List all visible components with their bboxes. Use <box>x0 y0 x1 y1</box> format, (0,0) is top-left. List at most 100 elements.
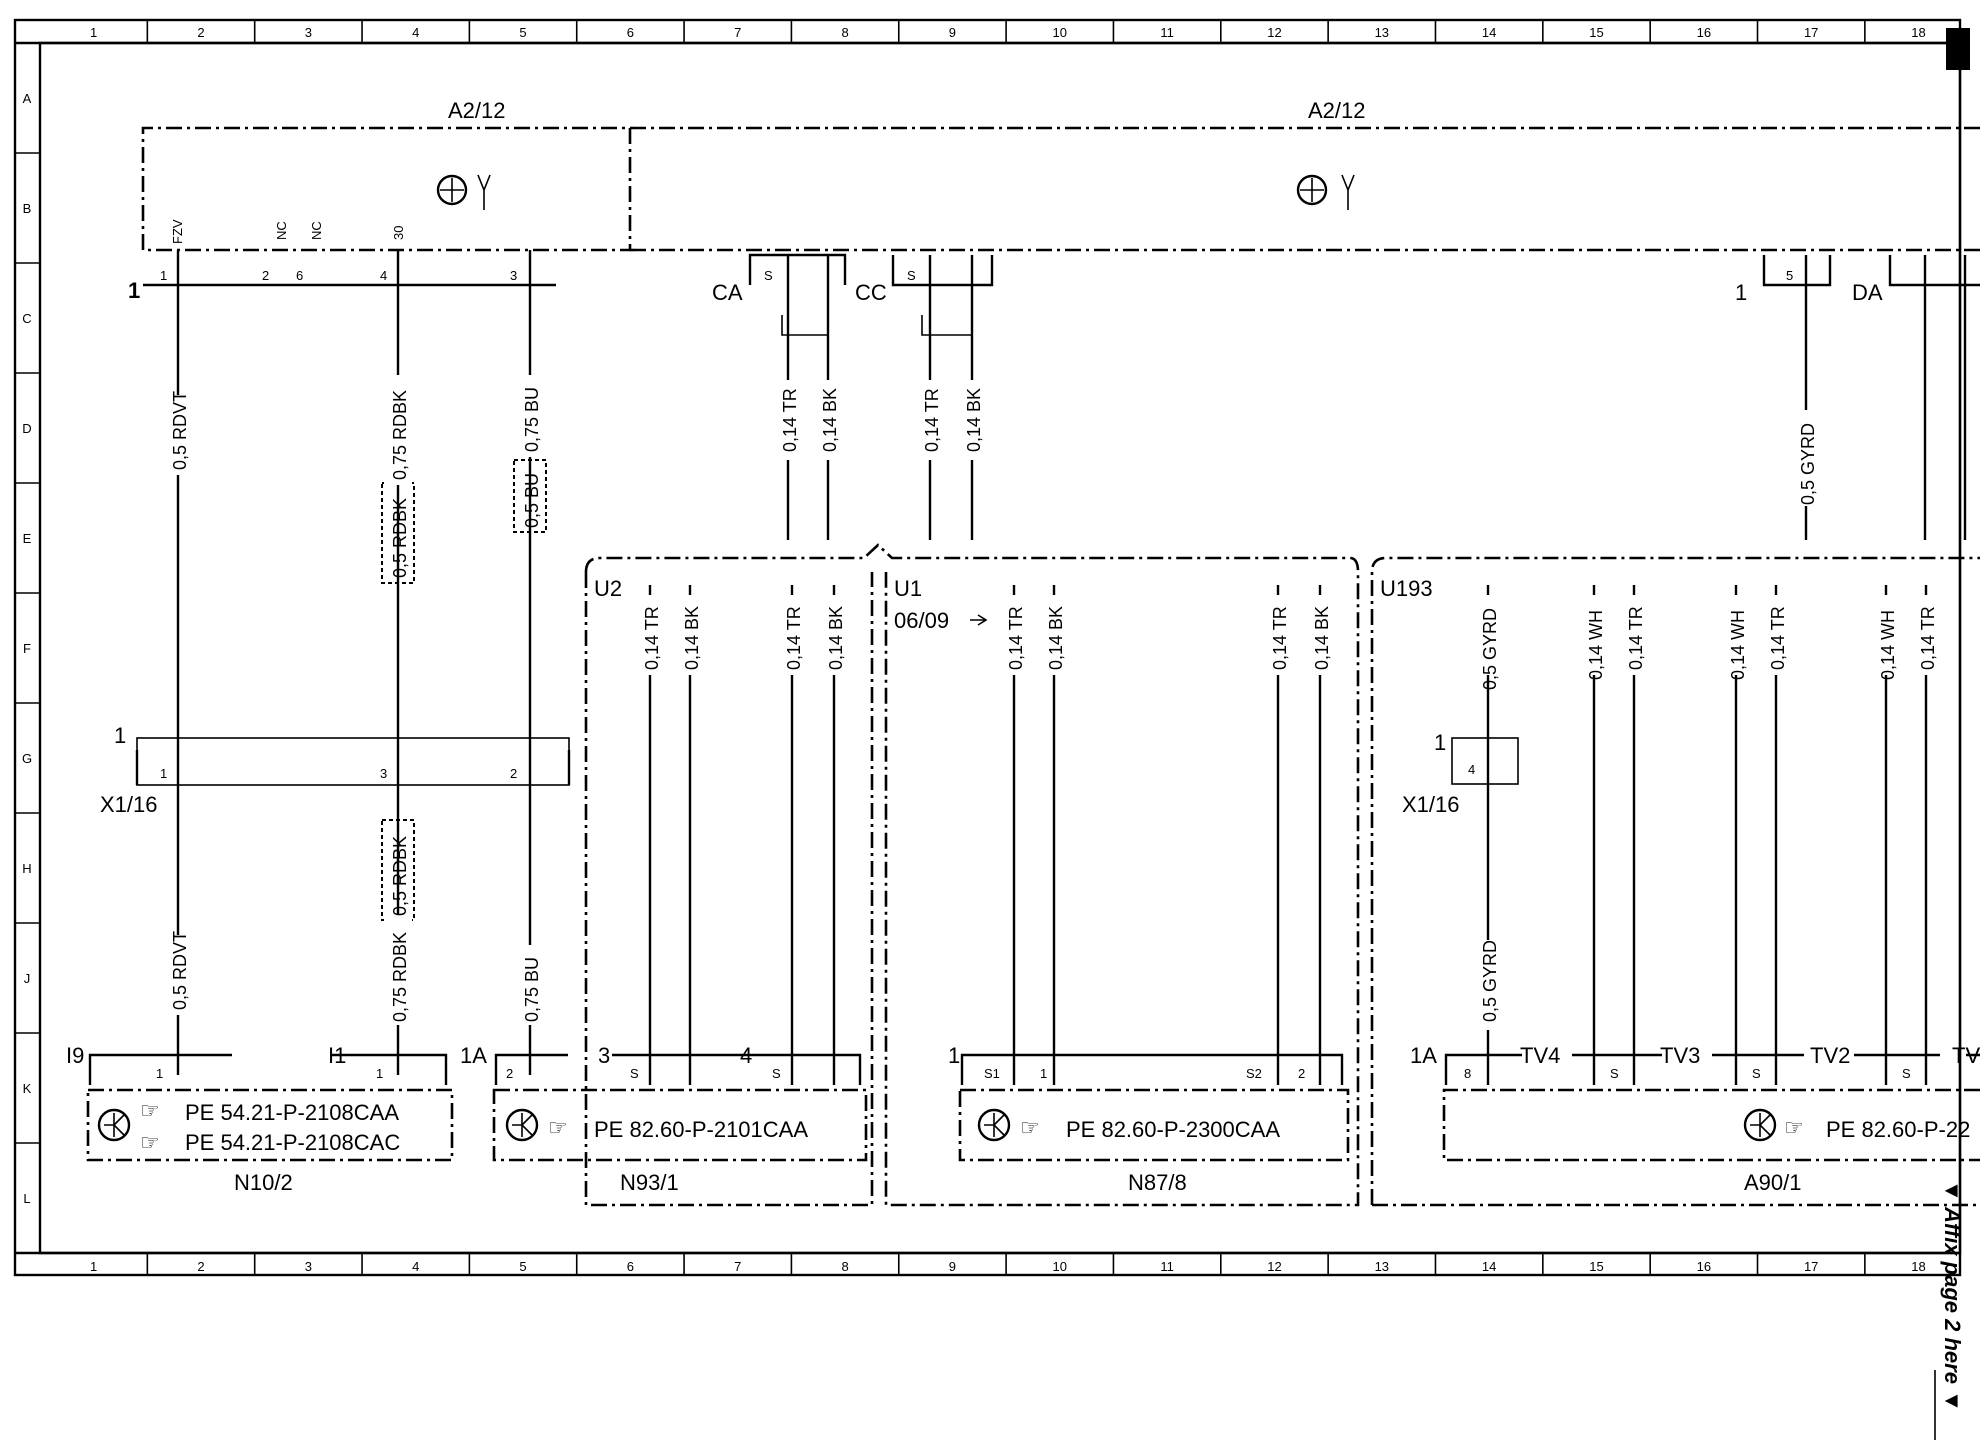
component-reference: PE 82.60-P-2300CAA <box>1066 1117 1280 1142</box>
column-marker-top: 16 <box>1697 25 1711 40</box>
wire-label: 0,5 RDBK <box>390 836 410 916</box>
group-label-u2: U2 <box>594 576 622 601</box>
pin-number: 2 <box>506 1066 513 1081</box>
component-label: A90/1 <box>1744 1170 1802 1195</box>
control-unit-icon <box>977 1108 1011 1142</box>
wire-label: 0,75 BU <box>522 957 542 1022</box>
wire-label: 0,14 BK <box>1312 606 1332 670</box>
control-unit-icon <box>97 1108 131 1142</box>
wire-label-mask <box>676 595 704 675</box>
component-n87-8: 1 S1 1 S2 2 ☞ PE 82.60-P-2300CAA N87/8 <box>948 1043 1350 1195</box>
shield-label: S <box>1610 1066 1619 1081</box>
wire-label-mask <box>1264 595 1292 675</box>
pin-label-30: 30 <box>391 226 406 240</box>
wire-label: 0,75 RDBK <box>390 932 410 1022</box>
column-marker-bottom: 10 <box>1053 1259 1067 1274</box>
pin-label: 2 <box>1298 1066 1305 1081</box>
column-marker-top: 2 <box>197 25 204 40</box>
column-marker-bottom: 3 <box>305 1259 312 1274</box>
pin-number: 3 <box>380 766 387 781</box>
connector-label: 1A <box>460 1043 487 1068</box>
wire-label: 0,14 TR <box>642 606 662 670</box>
connector-number: 1 <box>1434 730 1446 755</box>
pin-label: S2 <box>1246 1066 1262 1081</box>
column-marker-top: 15 <box>1589 25 1603 40</box>
shield-label: S <box>630 1066 639 1081</box>
component-reference: PE 82.60-P-22 <box>1826 1117 1970 1142</box>
pin-number: 3 <box>510 268 517 283</box>
wire-label: 0,14 BK <box>826 606 846 670</box>
connector-label: 1A <box>1410 1043 1437 1068</box>
column-marker-bottom: 5 <box>519 1259 526 1274</box>
wire-label: 0,5 BU <box>522 473 542 528</box>
x1-16-right-connector: 1 X1/16 4 <box>1402 730 1519 817</box>
left-wire-group: 0,5 RDVT 0,75 RDBK 0,5 RDBK 0,75 BU 0,5 … <box>164 250 547 1075</box>
wire-label: 0,5 RDVT <box>170 391 190 470</box>
component-label: N93/1 <box>620 1170 679 1195</box>
wire-label: 0,14 WH <box>1728 610 1748 680</box>
wire-label: 0,5 GYRD <box>1798 423 1818 505</box>
connector-label: TV2 <box>1810 1043 1850 1068</box>
shield-label: S <box>772 1066 781 1081</box>
wire-label-mask <box>1722 595 1750 675</box>
a2-12-left-label: A2/12 <box>448 98 506 123</box>
column-marker-bottom: 1 <box>90 1259 97 1274</box>
component-reference: PE 54.21-P-2108CAA <box>185 1100 399 1125</box>
row-marker: C <box>22 311 31 326</box>
wire-label-mask <box>636 595 664 675</box>
wire-label: 0,14 TR <box>780 388 800 452</box>
wire-label-mask <box>1620 595 1648 675</box>
column-marker-bottom: 18 <box>1911 1259 1925 1274</box>
group-label-u1: U1 <box>894 576 922 601</box>
column-marker-bottom: 11 <box>1160 1259 1174 1274</box>
connector-number: 1 <box>114 723 126 748</box>
connector-label: TV4 <box>1520 1043 1560 1068</box>
wire-label: 0,75 BU <box>522 387 542 452</box>
row-marker: D <box>22 421 31 436</box>
control-unit-icon <box>1743 1108 1777 1142</box>
control-unit-icon <box>505 1108 539 1142</box>
column-marker-top: 9 <box>949 25 956 40</box>
wire-label-mask <box>1474 595 1502 675</box>
wire-label: 0,75 RDBK <box>390 390 410 480</box>
wire-label-mask <box>1762 595 1790 675</box>
row-marker: J <box>24 971 31 986</box>
component-a90-1: 1A 8 TV4 TV3 TV2 TV S S S ☞ PE 82.60-P-2… <box>1410 1043 1980 1195</box>
connector-label: 1 <box>948 1043 960 1068</box>
wire-label: 0,14 BK <box>820 388 840 452</box>
wire-label-mask <box>1872 595 1900 675</box>
wire-label: 0,14 TR <box>922 388 942 452</box>
reference-icon: ☞ <box>140 1098 160 1123</box>
control-unit-icon <box>1296 174 1355 210</box>
wire-label-mask <box>820 595 848 675</box>
wire-label-mask <box>1306 595 1334 675</box>
pin-number: 2 <box>510 766 517 781</box>
column-marker-top: 17 <box>1804 25 1818 40</box>
wire-label-mask <box>1000 595 1028 675</box>
a2-12-right-label: A2/12 <box>1308 98 1366 123</box>
wire-label: 0,14 TR <box>784 606 804 670</box>
column-marker-top: 10 <box>1053 25 1067 40</box>
wire-label: 0,14 WH <box>1586 610 1606 680</box>
group-label-u193: U193 <box>1380 576 1433 601</box>
wire-label-mask <box>1040 595 1068 675</box>
component-label: N87/8 <box>1128 1170 1187 1195</box>
page-marker <box>1946 28 1970 70</box>
reference-icon: ☞ <box>548 1115 568 1140</box>
pin-number: 1 <box>376 1066 383 1081</box>
reference-icon: ☞ <box>1020 1115 1040 1140</box>
column-marker-bottom: 6 <box>627 1259 634 1274</box>
pin-number: 1 <box>160 268 167 283</box>
row-marker: K <box>23 1081 32 1096</box>
column-marker-bottom: 17 <box>1804 1259 1818 1274</box>
control-unit-icon <box>436 174 491 210</box>
row-marker: F <box>23 641 31 656</box>
row-marker: L <box>23 1191 30 1206</box>
pin-label: 1 <box>1040 1066 1047 1081</box>
wire-label: 0,14 BK <box>1046 606 1066 670</box>
wire-label: 0,5 RDVT <box>170 931 190 1010</box>
row-marker: H <box>22 861 31 876</box>
wire-label-mask <box>1474 940 1502 1030</box>
component-n10-2: I9 I1 1 1 ☞ ☞ PE 54.21-P-2108CAA PE 54.2… <box>66 1043 454 1195</box>
shield-label: S <box>764 268 773 283</box>
